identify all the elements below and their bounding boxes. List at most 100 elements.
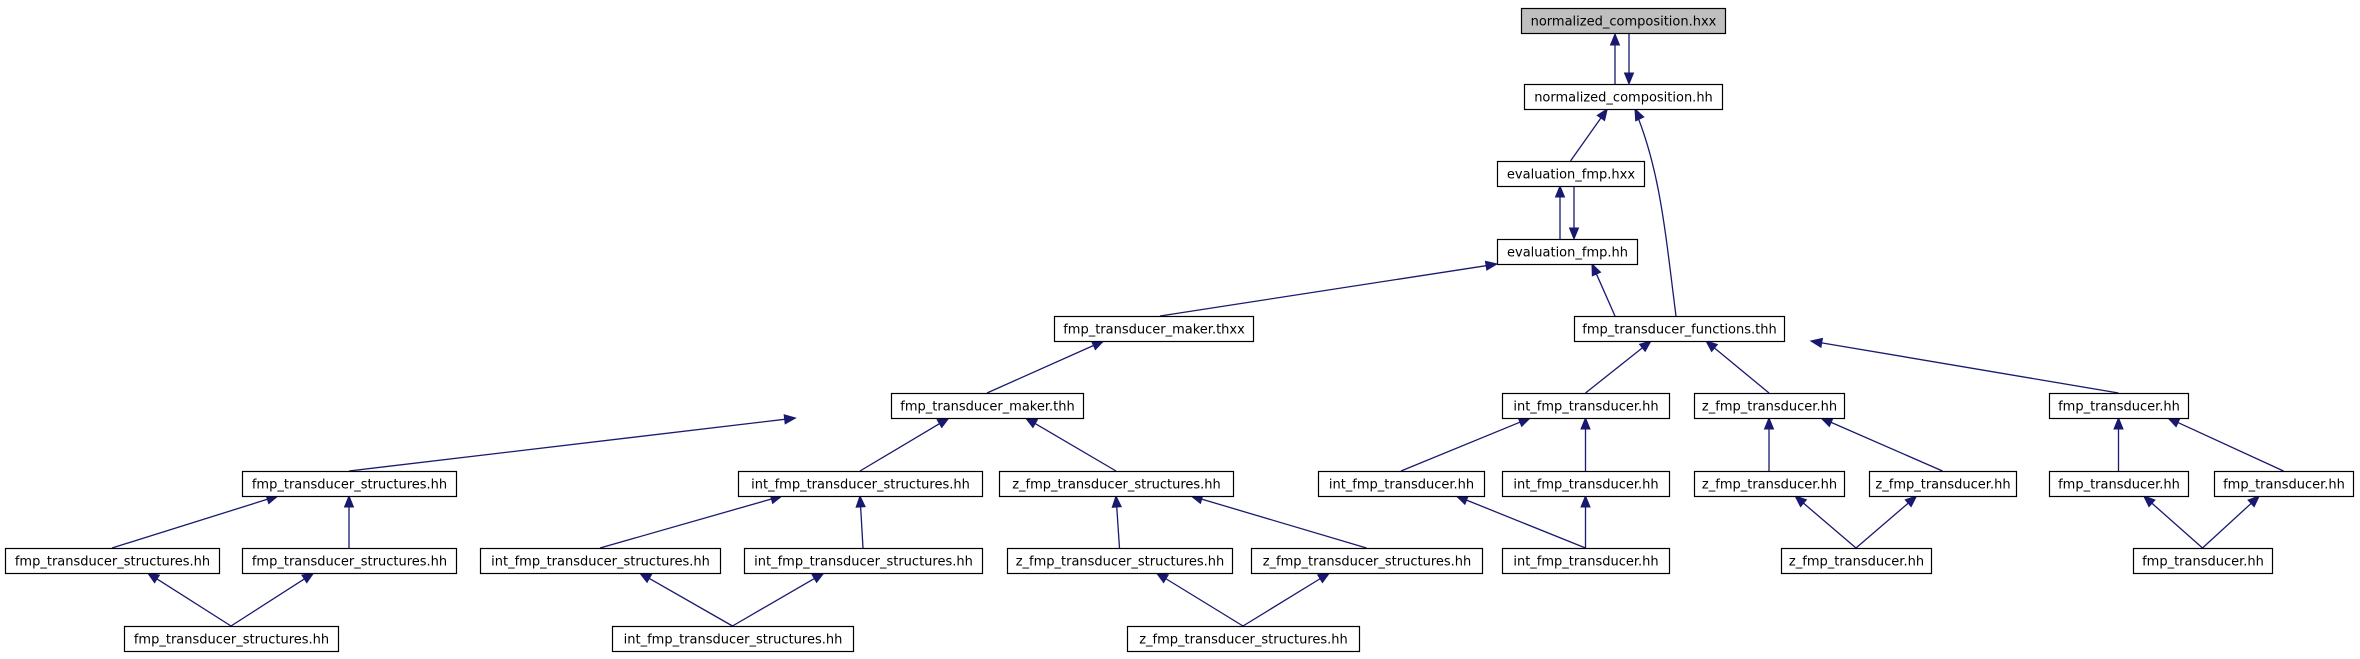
arrow-head — [1763, 416, 1775, 430]
node-n9[interactable]: z_fmp_transducer.hh — [1693, 392, 1846, 420]
node-n15[interactable]: int_fmp_transducer.hh — [1501, 470, 1671, 498]
node-label: fmp_transducer.hh — [2058, 478, 2180, 493]
node-n20[interactable]: fmp_transducer_structures.hh — [4, 547, 221, 575]
node-label: fmp_transducer_structures.hh — [252, 478, 447, 493]
node-box — [2048, 392, 2190, 420]
node-label: z_fmp_transducer_structures.hh — [1139, 633, 1348, 648]
node-box — [4, 547, 221, 575]
node-n11[interactable]: fmp_transducer_structures.hh — [241, 470, 458, 498]
node-n18[interactable]: fmp_transducer.hh — [2048, 470, 2190, 498]
node-n29[interactable]: fmp_transducer_structures.hh — [123, 625, 340, 653]
node-box — [1126, 625, 1361, 653]
arrow-head — [1568, 227, 1580, 241]
node-n7[interactable]: fmp_transducer_maker.thh — [890, 392, 1085, 420]
node-n3[interactable]: evaluation_fmp.hxx — [1496, 160, 1646, 188]
edge-n19-to-n10 — [2166, 417, 2284, 472]
node-n5[interactable]: fmp_transducer_maker.thxx — [1053, 315, 1255, 343]
arrow-head — [1024, 417, 1039, 429]
node-label: fmp_transducer_structures.hh — [134, 633, 329, 648]
edge-n29-to-n20 — [146, 572, 232, 627]
edge-n13-to-n7 — [1024, 417, 1117, 472]
edge-n30-to-n23 — [732, 572, 825, 627]
arrow-head — [1634, 107, 1645, 122]
node-n27[interactable]: z_fmp_transducer.hh — [1780, 547, 1933, 575]
arrow-head — [343, 494, 355, 508]
node-label: evaluation_fmp.hxx — [1507, 168, 1635, 183]
edge-line — [1585, 347, 1643, 394]
node-n31[interactable]: z_fmp_transducer_structures.hh — [1126, 625, 1361, 653]
node-n12[interactable]: int_fmp_transducer_structures.hh — [737, 470, 984, 498]
node-box — [1780, 547, 1933, 575]
edge-n3-to-n2 — [1569, 107, 1609, 162]
node-box — [1496, 160, 1646, 188]
edge-line — [1201, 498, 1367, 549]
edge-line — [1466, 499, 1586, 549]
edge-line — [1034, 423, 1117, 472]
node-n28[interactable]: fmp_transducer.hh — [2132, 547, 2274, 575]
arrow-head — [146, 572, 161, 584]
node-label: z_fmp_transducer.hh — [1789, 555, 1924, 570]
edge-n21-to-n11 — [343, 494, 355, 548]
node-label: int_fmp_transducer_structures.hh — [491, 555, 710, 570]
node-n30[interactable]: int_fmp_transducer_structures.hh — [611, 625, 855, 653]
edge-n25-to-n13 — [1189, 494, 1367, 549]
edge-n16-to-n9 — [1763, 416, 1775, 471]
node-label: int_fmp_transducer.hh — [1329, 478, 1474, 493]
node-label: normalized_composition.hh — [1534, 91, 1713, 106]
node-box — [1496, 238, 1639, 266]
node-n26[interactable]: int_fmp_transducer.hh — [1501, 547, 1671, 575]
arrow-head — [2113, 416, 2124, 430]
edge-line — [111, 498, 268, 549]
node-box — [890, 392, 1085, 420]
node-label: z_fmp_transducer_structures.hh — [1012, 478, 1221, 493]
arrow-head — [1580, 494, 1591, 508]
node-n1[interactable]: normalized_composition.hxx — [1520, 7, 1727, 35]
edge-n4-to-n3 — [1554, 184, 1566, 239]
edge-n26-to-n15 — [1580, 494, 1591, 548]
edge-line — [986, 344, 1094, 394]
node-n17[interactable]: z_fmp_transducer.hh — [1868, 470, 2018, 498]
node-box — [998, 470, 1235, 498]
arrow-head — [1609, 32, 1621, 46]
edge-n5-to-n4 — [1159, 260, 1499, 317]
node-box — [743, 547, 984, 575]
arrow-head — [1638, 340, 1652, 353]
node-n4[interactable]: evaluation_fmp.hh — [1496, 238, 1639, 266]
edge-n29-to-n21 — [230, 572, 315, 627]
node-n22[interactable]: int_fmp_transducer_structures.hh — [479, 547, 722, 575]
edge-n11-to-n7 — [348, 414, 797, 472]
node-box — [2048, 470, 2190, 498]
arrow-head — [1623, 72, 1635, 86]
node-box — [737, 470, 984, 498]
node-n25[interactable]: z_fmp_transducer_structures.hh — [1250, 547, 1484, 575]
node-n14[interactable]: int_fmp_transducer.hh — [1317, 470, 1486, 498]
node-n23[interactable]: int_fmp_transducer_structures.hh — [743, 547, 984, 575]
edge-n31-to-n24 — [1155, 572, 1244, 627]
node-n8[interactable]: int_fmp_transducer.hh — [1501, 392, 1671, 420]
node-label: z_fmp_transducer_structures.hh — [1016, 555, 1225, 570]
node-box — [241, 470, 458, 498]
edge-n17-to-n9 — [1819, 417, 1943, 472]
node-n16[interactable]: z_fmp_transducer.hh — [1693, 470, 1846, 498]
node-n19[interactable]: fmp_transducer.hh — [2213, 470, 2355, 498]
edge-n1-to-n2 — [1623, 34, 1635, 86]
node-box — [1868, 470, 2018, 498]
edge-n6-to-n4 — [1591, 262, 1616, 317]
node-box — [123, 625, 340, 653]
arrow-head — [1704, 340, 1719, 353]
node-n2[interactable]: normalized_composition.hh — [1523, 83, 1724, 111]
node-label: fmp_transducer.hh — [2142, 555, 2264, 570]
node-n10[interactable]: fmp_transducer.hh — [2048, 392, 2190, 420]
arrow-head — [1090, 340, 1105, 351]
node-n21[interactable]: fmp_transducer_structures.hh — [241, 547, 458, 575]
node-n13[interactable]: z_fmp_transducer_structures.hh — [998, 470, 1235, 498]
node-label: fmp_transducer_structures.hh — [252, 555, 447, 570]
edge-n7-to-n5 — [986, 340, 1105, 394]
node-box — [1573, 315, 1786, 343]
node-box — [2213, 470, 2355, 498]
arrow-head — [855, 494, 866, 508]
node-n6[interactable]: fmp_transducer_functions.thh — [1573, 315, 1786, 343]
node-n24[interactable]: z_fmp_transducer_structures.hh — [1006, 547, 1234, 575]
node-label: int_fmp_transducer.hh — [1513, 400, 1658, 415]
node-label: int_fmp_transducer_structures.hh — [754, 555, 973, 570]
